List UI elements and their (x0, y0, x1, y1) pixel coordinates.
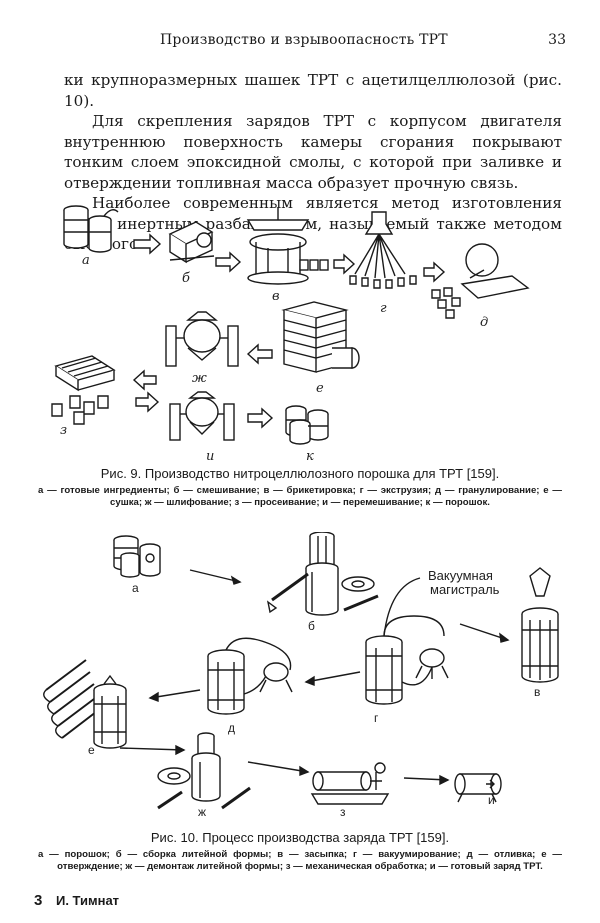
curing-illustration (43, 659, 127, 749)
fig9-label-b: б (182, 271, 190, 286)
machining-illustration (310, 762, 390, 805)
drying-rack-illustration (281, 301, 360, 373)
arrow-head-icon (175, 744, 186, 756)
vacuum-pumping-illustration (365, 577, 449, 705)
fig9-label-g: ж (192, 371, 207, 386)
fig10-label-c: в (534, 685, 540, 699)
process-arrow-icon (215, 251, 242, 273)
process-arrow-icon (246, 343, 273, 365)
filling-illustration (521, 567, 559, 683)
fig10-label-b: б (308, 619, 315, 633)
sieve-illustration (51, 355, 116, 425)
figure-9: а б (0, 198, 600, 464)
mold-assembly-illustration (266, 532, 379, 616)
arrow-head-icon (439, 774, 450, 786)
fig9-label-a: а (82, 253, 90, 268)
grinder-illustration (165, 311, 239, 367)
extruder-illustration (349, 211, 417, 289)
figure-10-caption: Рис. 10. Процесс производства заряда ТРТ… (150, 830, 450, 845)
fig9-label-i: и (206, 449, 214, 464)
fig10-label-f: е (88, 743, 95, 757)
vacuum-line-label: магистраль (430, 582, 500, 597)
figure-9-legend: а — готовые ингредиенты; б — смешивание;… (38, 485, 562, 508)
mixer-illustration (168, 221, 215, 264)
briquetting-press-illustration (246, 208, 329, 285)
fig10-label-h: з (340, 805, 346, 819)
process-arrow-icon (135, 391, 160, 413)
figure-9-caption: Рис. 9. Производство нитроцеллюлозного п… (100, 466, 500, 481)
process-arrow-icon (333, 253, 356, 275)
finished-grain-illustration (454, 773, 502, 803)
powder-drums-illustration (285, 405, 329, 445)
process-arrow-icon (133, 233, 162, 255)
process-arrow-icon (247, 407, 274, 429)
fig10-label-d: г (374, 711, 379, 725)
figure-10-legend: а — порошок; б — сборка литейной формы; … (38, 849, 562, 872)
powder-drums-illustration (113, 535, 161, 578)
fig10-label-a: а (132, 581, 139, 595)
demolding-illustration (157, 732, 251, 810)
paragraph: Для скрепления зарядов ТРТ с корпусом дв… (64, 112, 562, 192)
signature-mark: 3 (34, 892, 43, 909)
arrow-head-icon (499, 632, 510, 643)
fig10-label-e: д (228, 721, 235, 735)
figure-9-drawing: а б (51, 205, 530, 464)
arrow-head-icon (304, 675, 315, 687)
running-title: Производство и взрывоопасность ТРТ (160, 32, 448, 48)
fig9-label-e: д (480, 315, 488, 330)
ingredient-drums-illustration (63, 205, 119, 253)
fig10-label-i: и (488, 793, 495, 807)
casting-illustration (207, 637, 293, 715)
fig9-label-h: з (60, 423, 67, 438)
page-footer: 3 И. Тимнат (34, 892, 119, 909)
arrow-head-icon (299, 765, 310, 777)
author-name: И. Тимнат (55, 893, 120, 908)
arrow-head-icon (230, 575, 242, 585)
page-header: Производство и взрывоопасность ТРТ 33 (0, 32, 600, 52)
figure-10: а б Вакуумная магистраль (0, 532, 600, 828)
fig9-label-j: к (306, 449, 314, 464)
fig10-label-g: ж (198, 805, 206, 819)
fig9-label-c: в (272, 289, 280, 304)
fig9-label-d: г (380, 301, 387, 316)
figure-10-drawing: а б Вакуумная магистраль (43, 532, 559, 819)
paragraph-continuation: ки крупноразмерных шашек ТРТ с ацетилцел… (64, 71, 562, 110)
arrow-head-icon (148, 691, 159, 703)
process-arrow-icon (132, 369, 157, 391)
blender-illustration (169, 391, 235, 441)
fig9-label-f: е (316, 381, 324, 396)
process-arrow-icon (423, 261, 446, 283)
vacuum-line-label: Вакуумная (428, 568, 493, 583)
page-number: 33 (548, 32, 566, 48)
granulator-illustration (431, 243, 530, 319)
